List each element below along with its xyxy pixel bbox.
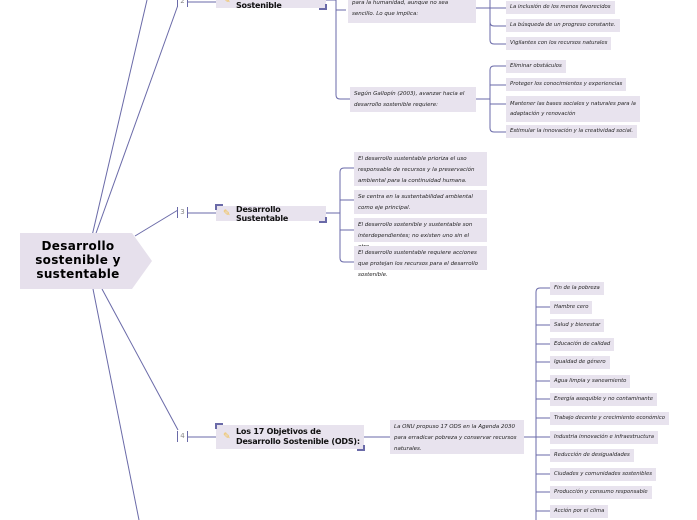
main-topic-label: Los 17 Objetivos de Desarrollo Sostenibl… <box>236 427 360 446</box>
central-topic-label: Desarrollo sostenible y sustentable <box>35 239 121 281</box>
leaf-item[interactable]: La inclusión de los menos favorecidos <box>506 1 615 14</box>
leaf-item[interactable]: Estimular la innovación y la creatividad… <box>506 125 638 138</box>
subtopic[interactable]: Según Gallopín (2003), avanzar hacia el … <box>350 87 476 112</box>
main-topic-label: Desarrollo Sostenible <box>236 0 282 10</box>
link-central-branch-2 <box>94 4 179 237</box>
note-icon: ✎ <box>223 432 231 442</box>
leaf-item[interactable]: Industria innovación e infraestructura <box>550 431 658 444</box>
subtopic[interactable]: La ONU propuso 17 ODS en la Agenda 2030 … <box>390 420 524 454</box>
leaf-item[interactable]: Salud y bienestar <box>550 319 605 332</box>
leaf-item[interactable]: Energía asequible y no contaminante <box>550 393 657 406</box>
branch-number: 4 <box>177 431 188 442</box>
subtopic[interactable]: El desarrollo sostenible y sustentable s… <box>354 218 487 250</box>
link-central-branch-5 <box>92 288 140 520</box>
main-topic-desarrollo-sustentable[interactable]: ✎ Desarrollo Sustentable <box>215 204 327 223</box>
leaf-item[interactable]: Mantener las bases sociales y naturales … <box>506 96 640 122</box>
branch-number: 2 <box>177 0 188 7</box>
leaf-item[interactable]: Ciudades y comunidades sostenibles <box>550 468 656 481</box>
leaf-item[interactable]: Hambre cero <box>550 301 593 314</box>
leaf-item[interactable]: Educación de calidad <box>550 338 615 351</box>
main-topic-ods[interactable]: ✎ Los 17 Objetivos de Desarrollo Sosteni… <box>215 423 365 451</box>
subtopic[interactable]: Se centra en la sustentabilidad ambienta… <box>354 190 487 214</box>
note-icon: ✎ <box>223 0 231 6</box>
leaf-item[interactable]: Fin de la pobreza <box>550 282 604 295</box>
subtopic[interactable]: El desarrollo sustentable prioriza el us… <box>354 152 487 186</box>
subtopic[interactable]: El desarrollo sustentable requiere accio… <box>354 246 487 278</box>
main-topic-desarrollo-sostenible[interactable]: ✎ Desarrollo Sostenible <box>216 0 327 10</box>
main-topic-label: Desarrollo Sustentable <box>236 204 289 223</box>
leaf-item[interactable]: Agua limpia y saneamiento <box>550 375 631 388</box>
branch-number: 3 <box>177 207 188 218</box>
leaf-item[interactable]: Vigilantes con los recursos naturales <box>506 37 612 50</box>
link-central-branch-4 <box>101 288 179 431</box>
leaf-item[interactable]: Eliminar obstáculos <box>506 60 566 73</box>
leaf-item[interactable]: Producción y consumo responsable <box>550 486 652 499</box>
link-central-branch-1 <box>91 0 148 237</box>
link-central-branch-3 <box>134 209 179 237</box>
leaf-item[interactable]: Acción por el clima <box>550 505 609 518</box>
leaf-item[interactable]: La búsqueda de un progreso constante. <box>506 19 620 32</box>
leaf-item[interactable]: Reducción de desigualdades <box>550 449 634 462</box>
central-topic-shape <box>20 233 152 289</box>
leaf-item[interactable]: Igualdad de género <box>550 356 610 369</box>
leaf-item[interactable]: Proteger los conocimientos y experiencia… <box>506 78 627 91</box>
subtopic[interactable]: para la humanidad, aunque no sea sencill… <box>348 0 476 23</box>
note-icon: ✎ <box>223 208 231 219</box>
leaf-item[interactable]: Trabajo decente y crecimiento económico <box>550 412 670 425</box>
central-topic[interactable]: Desarrollo sostenible y sustentable <box>20 233 152 289</box>
